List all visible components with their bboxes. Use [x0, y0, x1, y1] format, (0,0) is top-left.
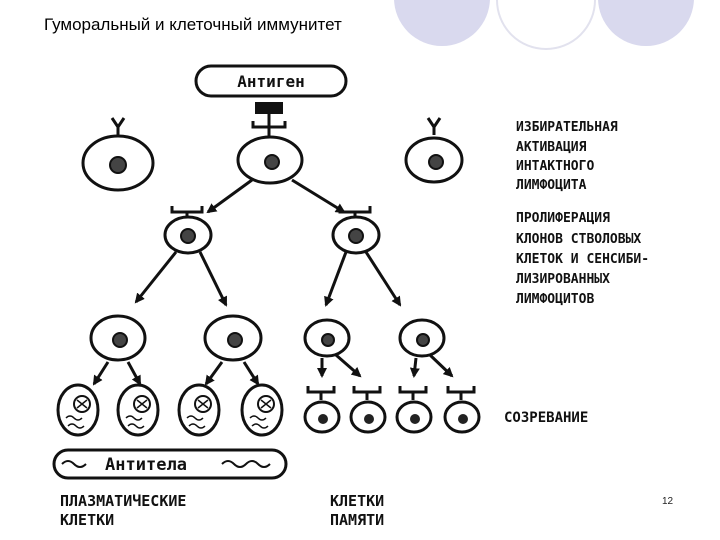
step-line: ЛИЗИРОВАННЫХ: [516, 272, 610, 287]
step-line: КЛЕТОК И СЕНСИБИ-: [516, 252, 649, 267]
step-line: ПРОЛИФЕРАЦИЯ: [516, 211, 610, 226]
arrow: [198, 251, 228, 307]
plasma-cell: [56, 383, 100, 437]
b-cell: [203, 314, 263, 362]
lymphocyte-activated: [236, 135, 304, 185]
arrow: [206, 178, 253, 214]
memory-cells-label: КЛЕТКИ ПАМЯТИ: [330, 492, 384, 529]
step-line: ЛИМФОЦИТОВ: [516, 292, 594, 307]
plasma-cell: [177, 383, 221, 437]
arrow: [134, 251, 178, 304]
page-number: 12: [662, 496, 674, 507]
antigen-label: Антиген: [237, 72, 304, 91]
lymphocyte-top-left: [81, 117, 155, 192]
antigen-receptor: [251, 114, 287, 137]
step-line: ИЗБИРАТЕЛЬНАЯ: [516, 120, 618, 135]
arrow: [324, 251, 348, 307]
plasma-cells-label: ПЛАЗМАТИЧЕСКИЕ КЛЕТКИ: [60, 492, 186, 529]
arrow: [364, 251, 402, 307]
slide-title: Гуморальный и клеточный иммунитет: [44, 15, 342, 34]
plasma-cell: [116, 383, 160, 437]
step-line: ЛИМФОЦИТА: [516, 178, 587, 193]
group-line: ПЛАЗМАТИЧЕСКИЕ: [60, 492, 186, 510]
t-cell: [303, 318, 351, 358]
plasma-cell: [240, 383, 284, 437]
proliferating-cell-right: [331, 206, 381, 255]
memory-cell: [303, 386, 341, 434]
step-line: ИНТАКТНОГО: [516, 159, 594, 174]
group-line: КЛЕТКИ: [330, 492, 384, 510]
step-line: АКТИВАЦИЯ: [516, 140, 587, 155]
selective-activation-label: ИЗБИРАТЕЛЬНАЯ АКТИВАЦИЯ ИНТАКТНОГО ЛИМФО…: [516, 120, 618, 193]
memory-cell: [349, 386, 387, 434]
arrow: [409, 357, 420, 378]
arrow: [291, 178, 346, 214]
antigen-box: Антиген: [194, 64, 348, 98]
group-line: КЛЕТКИ: [60, 511, 114, 529]
antibodies-banner: Антитела: [52, 448, 288, 480]
memory-cell: [443, 386, 481, 434]
lymphocyte-top-right: [404, 117, 464, 184]
group-line: ПАМЯТИ: [330, 511, 384, 529]
arrow: [126, 361, 142, 386]
t-cell: [398, 318, 446, 358]
memory-cell: [395, 386, 433, 434]
maturation-label: СОЗРЕВАНИЕ: [504, 410, 588, 426]
arrow: [92, 361, 110, 386]
arrow: [242, 361, 260, 386]
proliferation-label: ПРОЛИФЕРАЦИЯ КЛОНОВ СТВОЛОВЫХ КЛЕТОК И С…: [516, 211, 649, 307]
proliferating-cell-left: [163, 206, 213, 255]
arrow: [204, 361, 224, 386]
antibodies-label: Антитела: [105, 455, 187, 475]
arrow: [335, 353, 362, 378]
b-cell: [89, 314, 147, 362]
antigen-block: [255, 102, 283, 114]
step-line: КЛОНОВ СТВОЛОВЫХ: [516, 232, 641, 247]
arrow: [428, 353, 454, 378]
